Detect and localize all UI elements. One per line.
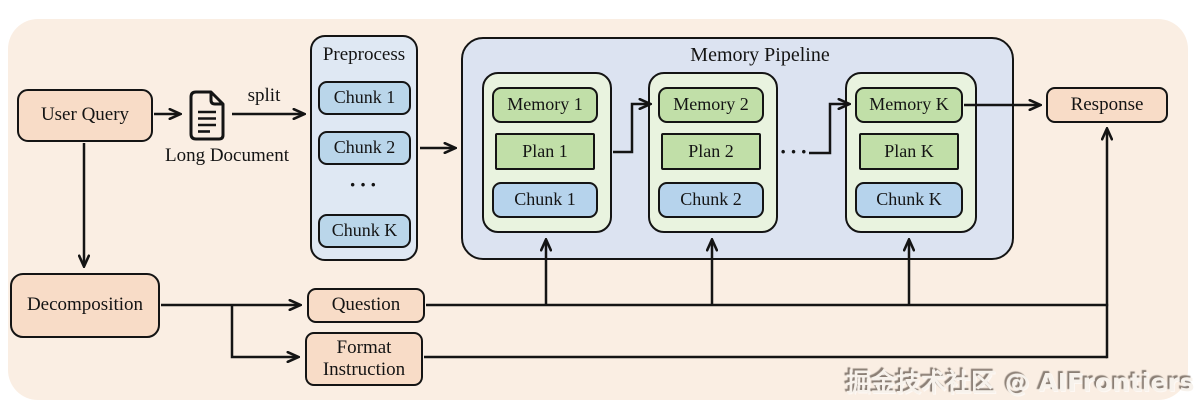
memory-pipeline-title: Memory Pipeline bbox=[690, 44, 830, 66]
preprocess-chunk-1-label: Chunk 1 bbox=[333, 87, 396, 108]
memory-k-node: Memory K bbox=[855, 87, 963, 123]
chunk-1-node: Chunk 1 bbox=[492, 182, 598, 218]
document-icon bbox=[189, 90, 225, 141]
preprocess-chunk-1: Chunk 1 bbox=[318, 81, 411, 115]
memory-2-node: Memory 2 bbox=[658, 87, 764, 123]
decomposition-label: Decomposition bbox=[26, 294, 144, 316]
memory-2-label: Memory 2 bbox=[673, 94, 749, 115]
user-query-node: User Query bbox=[17, 89, 153, 142]
decomposition-node: Decomposition bbox=[10, 273, 160, 338]
preprocess-title: Preprocess bbox=[322, 44, 406, 65]
chunk-1-label: Chunk 1 bbox=[514, 189, 576, 210]
format-instruction-label: Format Instruction bbox=[322, 336, 406, 380]
plan-k-node: Plan K bbox=[859, 133, 959, 170]
memory-1-node: Memory 1 bbox=[492, 87, 598, 123]
chunk-k-label: Chunk K bbox=[876, 189, 942, 210]
preprocess-chunk-k-label: Chunk K bbox=[331, 220, 398, 241]
response-label: Response bbox=[1070, 93, 1144, 115]
response-node: Response bbox=[1046, 87, 1168, 123]
split-label: split bbox=[247, 85, 281, 106]
plan-2-label: Plan 2 bbox=[688, 140, 734, 161]
preprocess-chunk-2-label: Chunk 2 bbox=[333, 137, 396, 158]
chunk-k-node: Chunk K bbox=[855, 182, 963, 218]
chunk-2-label: Chunk 2 bbox=[680, 189, 742, 210]
pipeline-ellipsis: ··· bbox=[779, 139, 811, 164]
user-query-label: User Query bbox=[40, 104, 130, 126]
chunk-2-node: Chunk 2 bbox=[658, 182, 764, 218]
question-node: Question bbox=[307, 288, 425, 323]
preprocess-chunk-k: Chunk K bbox=[318, 214, 411, 248]
preprocess-ellipsis: ··· bbox=[348, 172, 380, 197]
plan-1-label: Plan 1 bbox=[522, 140, 568, 161]
plan-k-label: Plan K bbox=[884, 140, 934, 161]
watermark-text: 掘金技术社区 @ AIFrontiers bbox=[846, 368, 1194, 397]
long-document-label: Long Document bbox=[164, 145, 289, 166]
preprocess-chunk-2: Chunk 2 bbox=[318, 131, 411, 165]
plan-2-node: Plan 2 bbox=[661, 133, 761, 170]
question-label: Question bbox=[331, 294, 401, 316]
memory-1-label: Memory 1 bbox=[507, 94, 583, 115]
memory-k-label: Memory K bbox=[869, 94, 949, 115]
plan-1-node: Plan 1 bbox=[495, 133, 595, 170]
format-instruction-node: Format Instruction bbox=[305, 332, 423, 386]
